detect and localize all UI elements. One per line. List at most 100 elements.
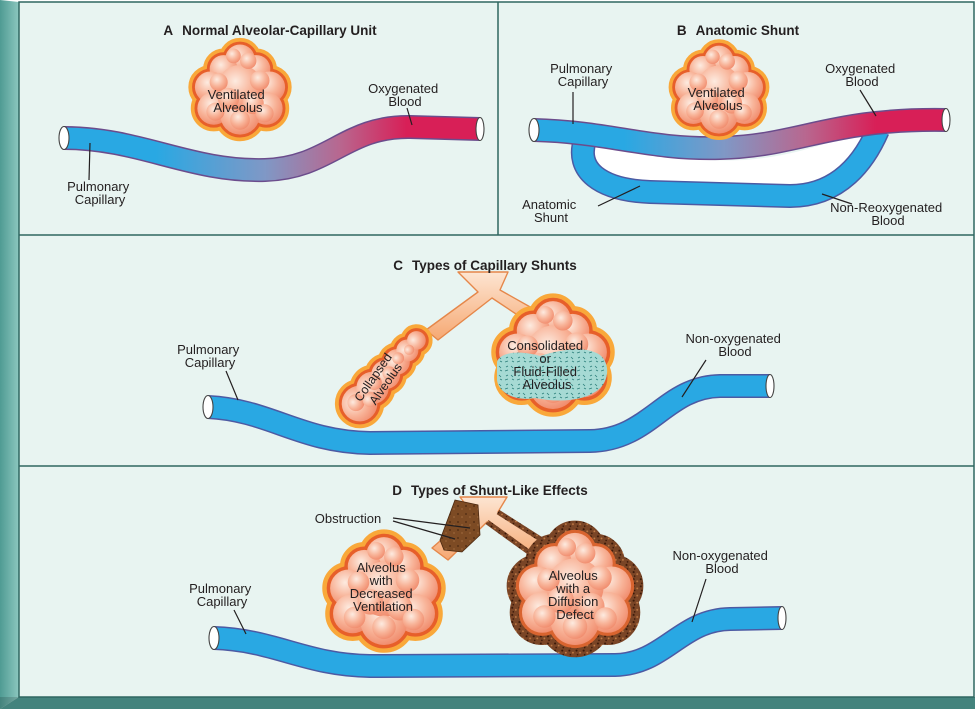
- shunt-gap: [590, 128, 872, 188]
- diffusion-defect-label: Alveolus with a Diffusion Defect: [548, 568, 602, 622]
- pulmonary-capillary: [63, 116, 481, 181]
- capillary-left-end: [208, 625, 220, 651]
- airway-obstruction: [439, 499, 481, 553]
- shunt-leader-line: [597, 185, 641, 207]
- capillary-left-end: [202, 394, 214, 420]
- anatomic-shunt-vessel: [572, 125, 888, 207]
- panel-a-letter: A: [163, 23, 173, 38]
- label-line: Non-oxygenated: [685, 331, 780, 346]
- label-line: Diffusion: [548, 594, 598, 609]
- label-line: Capillary: [558, 74, 609, 89]
- frame-left-stripe: [0, 0, 19, 709]
- airway-diffusion-rim: [485, 509, 544, 556]
- capillary-leader-line: [225, 370, 239, 401]
- label-line: Pulmonary: [177, 342, 240, 357]
- oxygenated-leader-line: [859, 89, 877, 117]
- label-line: Alveolus: [357, 560, 407, 575]
- label-line: Blood: [845, 74, 878, 89]
- alveolar-fluid: [497, 349, 608, 401]
- frame-bottom-shade: [0, 697, 975, 709]
- panel-b-letter: B: [677, 23, 687, 38]
- pulmonary-capillary: [533, 109, 947, 159]
- capillary-right-end: [765, 373, 775, 399]
- obstruction-leader-line: [392, 520, 456, 540]
- non-oxygenated-blood-label: Non-oxygenated Blood: [685, 331, 784, 359]
- label-line: Anatomic: [522, 197, 577, 212]
- label-line: Fluid-Filled: [513, 364, 577, 379]
- label-line: Blood: [871, 213, 904, 228]
- panel-c-title: C Types of Capillary Shunts: [393, 258, 577, 273]
- label-line: Alveolus: [213, 100, 263, 115]
- label-line: Capillary: [197, 594, 248, 609]
- label-line: Alveolus: [693, 98, 743, 113]
- label-line: Alveolus: [522, 377, 572, 392]
- capillary-right-end: [777, 605, 787, 631]
- ventilated-alveolus-label: Ventilated Alveolus: [688, 85, 749, 113]
- pulmonary-capillary-label: Pulmonary Capillary: [550, 61, 616, 89]
- capillary-right-end: [941, 107, 951, 133]
- label-line: Blood: [388, 94, 421, 109]
- non-reoxygenated-leader-line: [821, 193, 853, 205]
- label-line: Ventilated: [688, 85, 745, 100]
- oxygenated-blood-label: Oxygenated Blood: [825, 61, 899, 89]
- pulmonary-capillary: [213, 607, 783, 677]
- label-line: Alveolus: [549, 568, 599, 583]
- oxygenated-blood-label: Oxygenated Blood: [368, 81, 442, 109]
- label-line: or: [539, 351, 551, 366]
- obstruction-label: Obstruction: [315, 511, 381, 526]
- capillary-right-end: [475, 116, 485, 142]
- label-line: Consolidated: [507, 338, 583, 353]
- panel-d-title: D Types of Shunt-Like Effects: [392, 483, 588, 498]
- panel-d-title-text: Types of Shunt-Like Effects: [411, 483, 588, 498]
- ventilated-alveolus-label: Ventilated Alveolus: [208, 87, 269, 115]
- obstruction-leader-line: [392, 517, 471, 529]
- capillary-left-end: [58, 125, 70, 151]
- panel-b-title: B Anatomic Shunt: [677, 23, 800, 38]
- label-line: with a: [555, 581, 591, 596]
- panel-a: A Normal Alveolar-Capillary Unit Ventilat…: [58, 23, 485, 207]
- panel-c-title-text: Types of Capillary Shunts: [412, 258, 577, 273]
- panel-c: C Types of Capillary Shunts Pulmonary Cap…: [177, 258, 784, 456]
- capillary-left-end: [528, 117, 540, 143]
- non-oxygenated-leader-line: [681, 359, 707, 398]
- label-line: Pulmonary: [189, 581, 252, 596]
- label-line: Shunt: [534, 210, 568, 225]
- label-line: Ventilated: [208, 87, 265, 102]
- pulmonary-capillary-label: Pulmonary Capillary: [67, 179, 133, 207]
- label-line: Blood: [705, 561, 738, 576]
- label-line: Non-Reoxygenated: [830, 200, 942, 215]
- panel-b-title-text: Anatomic Shunt: [696, 23, 800, 38]
- label-line: Oxygenated: [368, 81, 438, 96]
- decreased-ventilation-label: Alveolus with Decreased Ventilation: [350, 560, 417, 614]
- consolidated-alveolus-label: Consolidated or Fluid-Filled Alveolus: [507, 338, 587, 392]
- panel-d-letter: D: [392, 483, 402, 498]
- non-oxygenated-blood-label: Non-oxygenated Blood: [672, 548, 771, 576]
- panel-d: D Types of Shunt-Like Effects Obstruction…: [189, 483, 787, 679]
- panel-c-letter: C: [393, 258, 403, 273]
- panel-b: B Anatomic Shunt Pulmonary Capillary Vent…: [522, 23, 951, 228]
- label-line: Defect: [556, 607, 594, 622]
- label-line: Non-oxygenated: [672, 548, 767, 563]
- label-line: Ventilation: [353, 599, 413, 614]
- oxygenated-leader-line: [406, 107, 413, 126]
- panel-a-title: A Normal Alveolar-Capillary Unit: [163, 23, 377, 38]
- pulmonary-capillary-label: Pulmonary Capillary: [177, 342, 243, 370]
- anatomic-shunt-label: Anatomic Shunt: [522, 197, 580, 225]
- frame-bottom-stripe: [0, 697, 975, 709]
- capillary-leader-line: [88, 142, 91, 181]
- panel-a-title-text: Normal Alveolar-Capillary Unit: [182, 23, 377, 38]
- pulmonary-capillary-label: Pulmonary Capillary: [189, 581, 255, 609]
- capillary-leader-line: [233, 609, 247, 635]
- label-line: with: [369, 573, 393, 588]
- label-line: Blood: [718, 344, 751, 359]
- non-reoxygenated-blood-label: Non-Reoxygenated Blood: [830, 200, 946, 228]
- airway-branches: [425, 271, 533, 341]
- label-line: Capillary: [75, 192, 126, 207]
- label-line: Decreased: [350, 586, 413, 601]
- label-line: Oxygenated: [825, 61, 895, 76]
- label-line: Pulmonary: [67, 179, 130, 194]
- label-line: Capillary: [185, 355, 236, 370]
- non-oxygenated-leader-line: [691, 578, 707, 623]
